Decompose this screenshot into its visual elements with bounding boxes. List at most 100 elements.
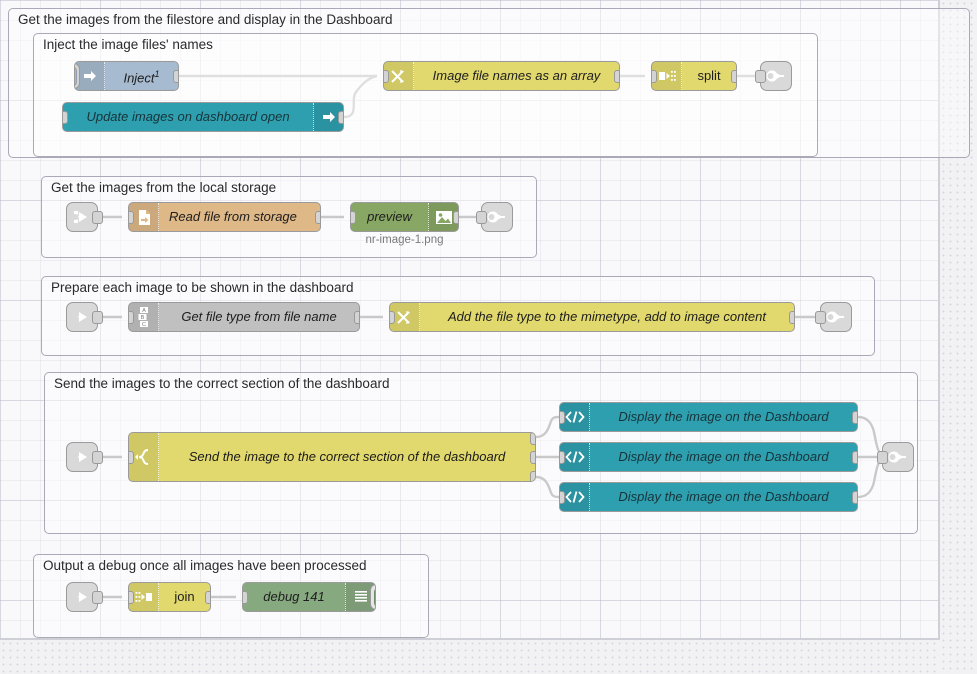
node-get-file-type-output-port[interactable] — [354, 311, 359, 324]
node-switch-section-output-port-3[interactable] — [530, 471, 535, 481]
group-send-label: Send the images to the correct section o… — [54, 376, 390, 391]
switch-icon — [129, 433, 159, 481]
node-display-2[interactable]: Display the image on the Dashboard — [559, 442, 858, 472]
node-preview[interactable]: preview — [350, 202, 459, 232]
node-inject-label: Inject1 — [123, 68, 160, 86]
debug-enable-toggle[interactable] — [370, 584, 375, 610]
node-read-file-label: Read file from storage — [169, 209, 297, 224]
svg-text:A: A — [142, 308, 146, 314]
node-image-file-names-label: Image file names as an array — [432, 68, 601, 83]
node-link-out-2[interactable] — [476, 202, 513, 232]
node-update-images-label: Update images on dashboard open — [86, 109, 290, 124]
node-link-in-5[interactable] — [66, 582, 103, 612]
group-inject-label: Inject the image files' names — [43, 37, 213, 52]
link-in-icon — [72, 211, 87, 223]
inject-arrow-icon — [75, 62, 105, 90]
link-out-icon — [888, 451, 906, 463]
node-join[interactable]: join — [128, 582, 211, 612]
node-link-out-3[interactable] — [815, 302, 852, 332]
node-add-mimetype-output-port[interactable] — [789, 311, 794, 324]
flow-workspace — [0, 0, 940, 640]
node-link-in-2[interactable] — [66, 202, 103, 232]
node-link-in-5-output-port[interactable] — [92, 591, 103, 604]
node-read-file[interactable]: Read file from storage — [128, 202, 321, 232]
node-split[interactable]: split — [651, 61, 737, 91]
node-switch-section-output-port-2[interactable] — [530, 451, 535, 464]
canvas-outer-region-bottom — [0, 640, 940, 674]
node-link-in-4-output-port[interactable] — [92, 451, 103, 464]
node-display-3[interactable]: Display the image on the Dashboard — [559, 482, 858, 512]
node-split-input-port[interactable] — [652, 70, 657, 83]
node-display-1[interactable]: Display the image on the Dashboard — [559, 402, 858, 432]
node-split-output-port[interactable] — [731, 70, 736, 83]
node-link-out-4-input-port[interactable] — [877, 451, 888, 464]
node-join-input-port[interactable] — [129, 591, 134, 604]
node-link-out-3-input-port[interactable] — [815, 311, 826, 324]
node-display-3-label: Display the image on the Dashboard — [618, 489, 829, 504]
node-inject[interactable]: Inject1 — [74, 61, 179, 91]
node-display-1-output-port[interactable] — [852, 411, 857, 424]
node-add-mimetype-label: Add the file type to the mimetype, add t… — [448, 309, 766, 324]
node-preview-output-port[interactable] — [453, 211, 458, 224]
node-debug-input-port[interactable] — [243, 591, 248, 604]
link-out-icon — [766, 70, 784, 82]
node-link-out-1-input-port[interactable] — [755, 70, 766, 83]
node-preview-input-port[interactable] — [351, 211, 356, 224]
node-display-2-input-port[interactable] — [560, 451, 565, 464]
node-read-file-output-port[interactable] — [315, 211, 320, 224]
node-debug-label: debug 141 — [263, 589, 325, 604]
node-display-2-label: Display the image on the Dashboard — [618, 449, 829, 464]
node-get-file-type-label: Get file type from file name — [181, 309, 337, 324]
node-add-mimetype[interactable]: Add the file type to the mimetype, add t… — [389, 302, 795, 332]
node-link-out-2-input-port[interactable] — [476, 211, 487, 224]
node-preview-label: preview — [367, 209, 412, 224]
node-display-2-output-port[interactable] — [852, 451, 857, 464]
node-preview-caption: nr-image-1.png — [365, 234, 444, 246]
node-update-images[interactable]: Update images on dashboard open — [62, 102, 344, 132]
node-link-in-3[interactable] — [66, 302, 103, 332]
node-inject-output-port[interactable] — [173, 70, 178, 83]
node-get-file-type[interactable]: A B C Get file type from file name — [128, 302, 360, 332]
node-join-output-port[interactable] — [205, 591, 210, 604]
node-switch-section-input-port[interactable] — [129, 451, 134, 464]
node-link-out-4[interactable] — [877, 442, 914, 472]
node-add-mimetype-input-port[interactable] — [390, 311, 395, 324]
group-debug-label: Output a debug once all images have been… — [43, 558, 367, 573]
debug-enable-toggle-inner — [374, 587, 375, 607]
node-display-3-output-port[interactable] — [852, 491, 857, 504]
node-link-in-4[interactable] — [66, 442, 103, 472]
link-out-icon — [487, 211, 505, 223]
node-display-3-input-port[interactable] — [560, 491, 565, 504]
group-prepare-label: Prepare each image to be shown in the da… — [51, 280, 354, 295]
node-join-label: join — [174, 589, 195, 604]
node-update-images-output-port[interactable] — [338, 111, 343, 124]
svg-text:B: B — [140, 315, 144, 321]
node-image-file-names-input-port[interactable] — [384, 70, 389, 83]
link-in-icon — [72, 312, 87, 322]
node-debug[interactable]: debug 141 — [242, 582, 376, 612]
node-link-in-2-output-port[interactable] — [92, 211, 103, 224]
node-switch-section[interactable]: Send the image to the correct section of… — [128, 432, 536, 482]
node-get-file-type-input-port[interactable] — [129, 311, 134, 324]
join-icon — [129, 583, 159, 611]
node-image-file-names-output-port[interactable] — [614, 70, 619, 83]
link-out-icon — [826, 311, 844, 323]
node-image-file-names[interactable]: Image file names as an array — [383, 61, 620, 91]
group-inject[interactable]: Inject the image files' names — [33, 33, 818, 157]
node-read-file-input-port[interactable] — [129, 211, 134, 224]
inject-trigger-button[interactable] — [75, 63, 80, 89]
node-switch-section-output-port-1[interactable] — [530, 433, 535, 445]
node-link-out-1[interactable] — [755, 61, 792, 91]
code-template-icon — [560, 443, 590, 471]
node-link-in-3-output-port[interactable] — [92, 311, 103, 324]
code-template-icon — [560, 483, 590, 511]
node-switch-section-label: Send the image to the correct section of… — [188, 449, 506, 464]
inject-trigger-button-inner — [75, 66, 77, 86]
group-storage-label: Get the images from the local storage — [51, 180, 277, 195]
group-outer-label: Get the images from the filestore and di… — [18, 12, 393, 27]
node-display-1-input-port[interactable] — [560, 411, 565, 424]
link-in-icon — [72, 592, 87, 602]
change-shuffle-icon — [390, 303, 420, 331]
node-update-images-input-port[interactable] — [63, 111, 68, 124]
